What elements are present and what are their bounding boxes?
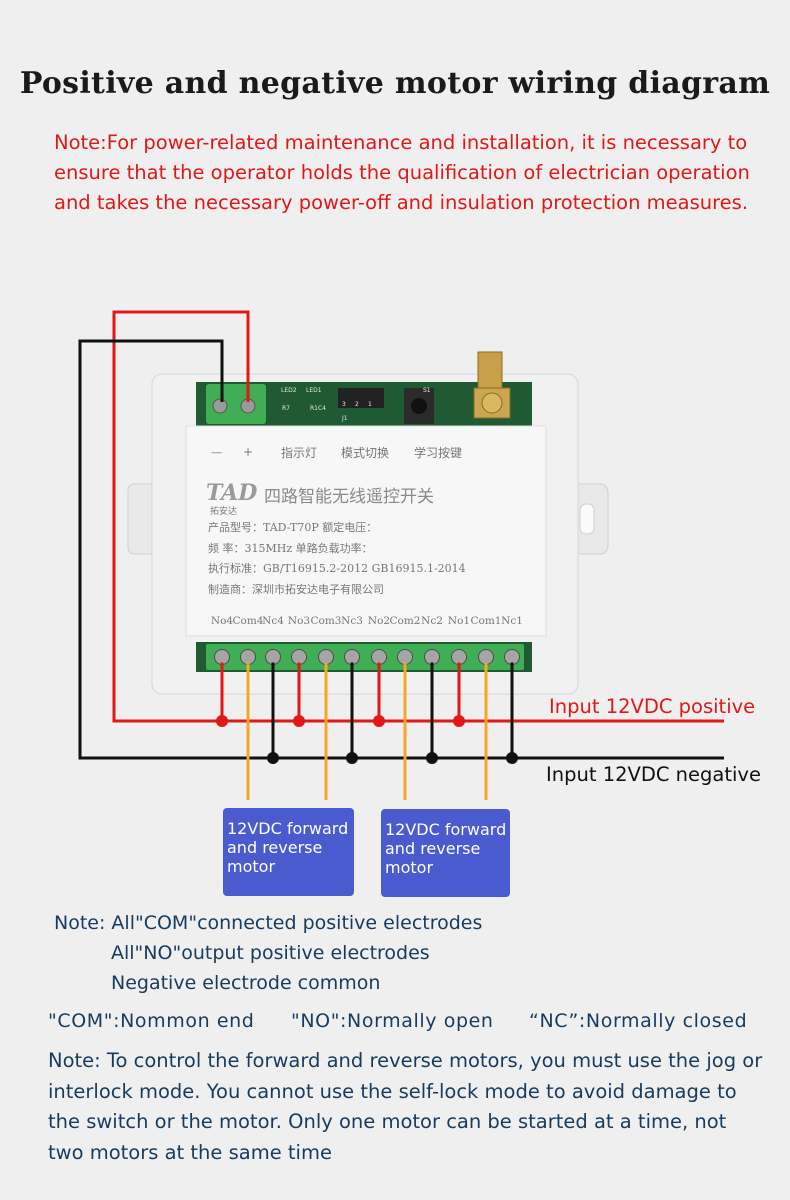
terminal-screw-no3 (291, 649, 307, 665)
terminal-screw-com3 (318, 649, 334, 665)
spec-line-0: 产品型号：TAD-T70P 额定电压： (208, 520, 377, 534)
positive-junction (373, 715, 385, 727)
label-panel (185, 425, 547, 637)
pcb-label-s1: S1 (423, 387, 431, 394)
positive-supply-wire (112, 310, 724, 723)
negative-junction (346, 752, 358, 764)
pcb-label-2: 2 (355, 401, 359, 408)
header-label-0: 指示灯 (281, 445, 317, 460)
terminal-screw-com2 (397, 649, 413, 665)
terminal-screw-no2 (371, 649, 387, 665)
terminal-screw-nc4 (265, 649, 281, 665)
terminal-label-nc2: Nc2 (421, 615, 443, 627)
positive-junction (216, 715, 228, 727)
legend-com: "COM":Nommon end (48, 1010, 255, 1032)
pcb-label-1: 1 (368, 401, 372, 408)
terminal-label-com1: Com1 (471, 615, 502, 627)
spec-line-1: 频 率：315MHz 单路负载功率： (208, 541, 373, 555)
motor-box-1: 12VDC forward and reverse motor (223, 808, 354, 896)
positive-junction (453, 715, 465, 727)
terminal-label-no4: No4 (211, 615, 234, 627)
positive-junction (293, 715, 305, 727)
antenna (473, 351, 511, 419)
product-name: 四路智能无线遥控开关 (264, 487, 434, 507)
pcb-label-j1: J1 (341, 415, 348, 422)
terminal-screw-no4 (214, 649, 230, 665)
terminal-label-no1: No1 (448, 615, 470, 627)
spec-line-2: 执行标准：GB/T16915.2-2012 GB16915.1-2014 (208, 561, 466, 575)
power-plus-label: + (243, 445, 253, 459)
negative-input-label: Input 12VDC negative (546, 763, 761, 786)
negative-supply-wire (78, 339, 724, 760)
terminal-screw-no1 (451, 649, 467, 665)
terminal-screw-com4 (240, 649, 256, 665)
terminal-label-no3: No3 (288, 615, 310, 627)
com-note-line-2: All"NO"output positive electrodes (111, 942, 430, 964)
terminal-screw-com1 (478, 649, 494, 665)
terminal-label-com4: Com4 (233, 615, 264, 627)
legend-nc: “NC”:Normally closed (529, 1010, 748, 1032)
terminal-label-com3: Com3 (311, 615, 342, 627)
header-label-2: 学习按键 (414, 445, 462, 460)
terminal-legend: "COM":Nommon end "NO":Normally open “NC”:N… (48, 1010, 747, 1032)
warning-note: Note:For power-related maintenance and i… (54, 131, 750, 214)
pcb-label-r7: R7 (282, 405, 290, 412)
control-note: Note: To control the forward and reverse… (48, 1049, 763, 1164)
com-note-line-3: Negative electrode common (111, 972, 381, 994)
com-note-line-1: Note: All"COM"connected positive electro… (54, 912, 483, 934)
negative-junction (267, 752, 279, 764)
motor-box-2: 12VDC forward and reverse motor (381, 809, 510, 897)
terminal-screw-nc3 (344, 649, 360, 665)
negative-junction (506, 752, 518, 764)
junction-dots (216, 715, 518, 764)
brand-name: 拓安达 (210, 505, 237, 517)
header-label-1: 模式切换 (341, 446, 389, 460)
pcb-label-led2: LED2 (281, 387, 297, 394)
terminal-label-nc1: Nc1 (501, 615, 523, 627)
terminal-label-no2: No2 (368, 615, 390, 627)
power-minus-label: — (211, 446, 222, 459)
spec-line-3: 制造商：深圳市拓安达电子有限公司 (208, 582, 384, 596)
positive-input-label: Input 12VDC positive (549, 695, 756, 718)
terminal-screw-nc2 (424, 649, 440, 665)
pcb-label-led1: LED1 (306, 387, 322, 394)
terminal-screw-nc1 (504, 649, 520, 665)
terminal-label-nc4: Nc4 (262, 615, 284, 627)
pcb-label-3: 3 (342, 401, 346, 408)
page-title: Positive and negative motor wiring diagr… (19, 66, 771, 101)
legend-no: "NO":Normally open (291, 1010, 494, 1032)
wiring (78, 310, 724, 800)
pcb-label-r1c4: R1C4 (310, 405, 326, 412)
negative-junction (426, 752, 438, 764)
output-terminal-block (206, 644, 524, 670)
terminal-label-nc3: Nc3 (341, 615, 363, 627)
terminal-label-com2: Com2 (390, 615, 421, 627)
brand-logo: TAD (206, 480, 257, 506)
